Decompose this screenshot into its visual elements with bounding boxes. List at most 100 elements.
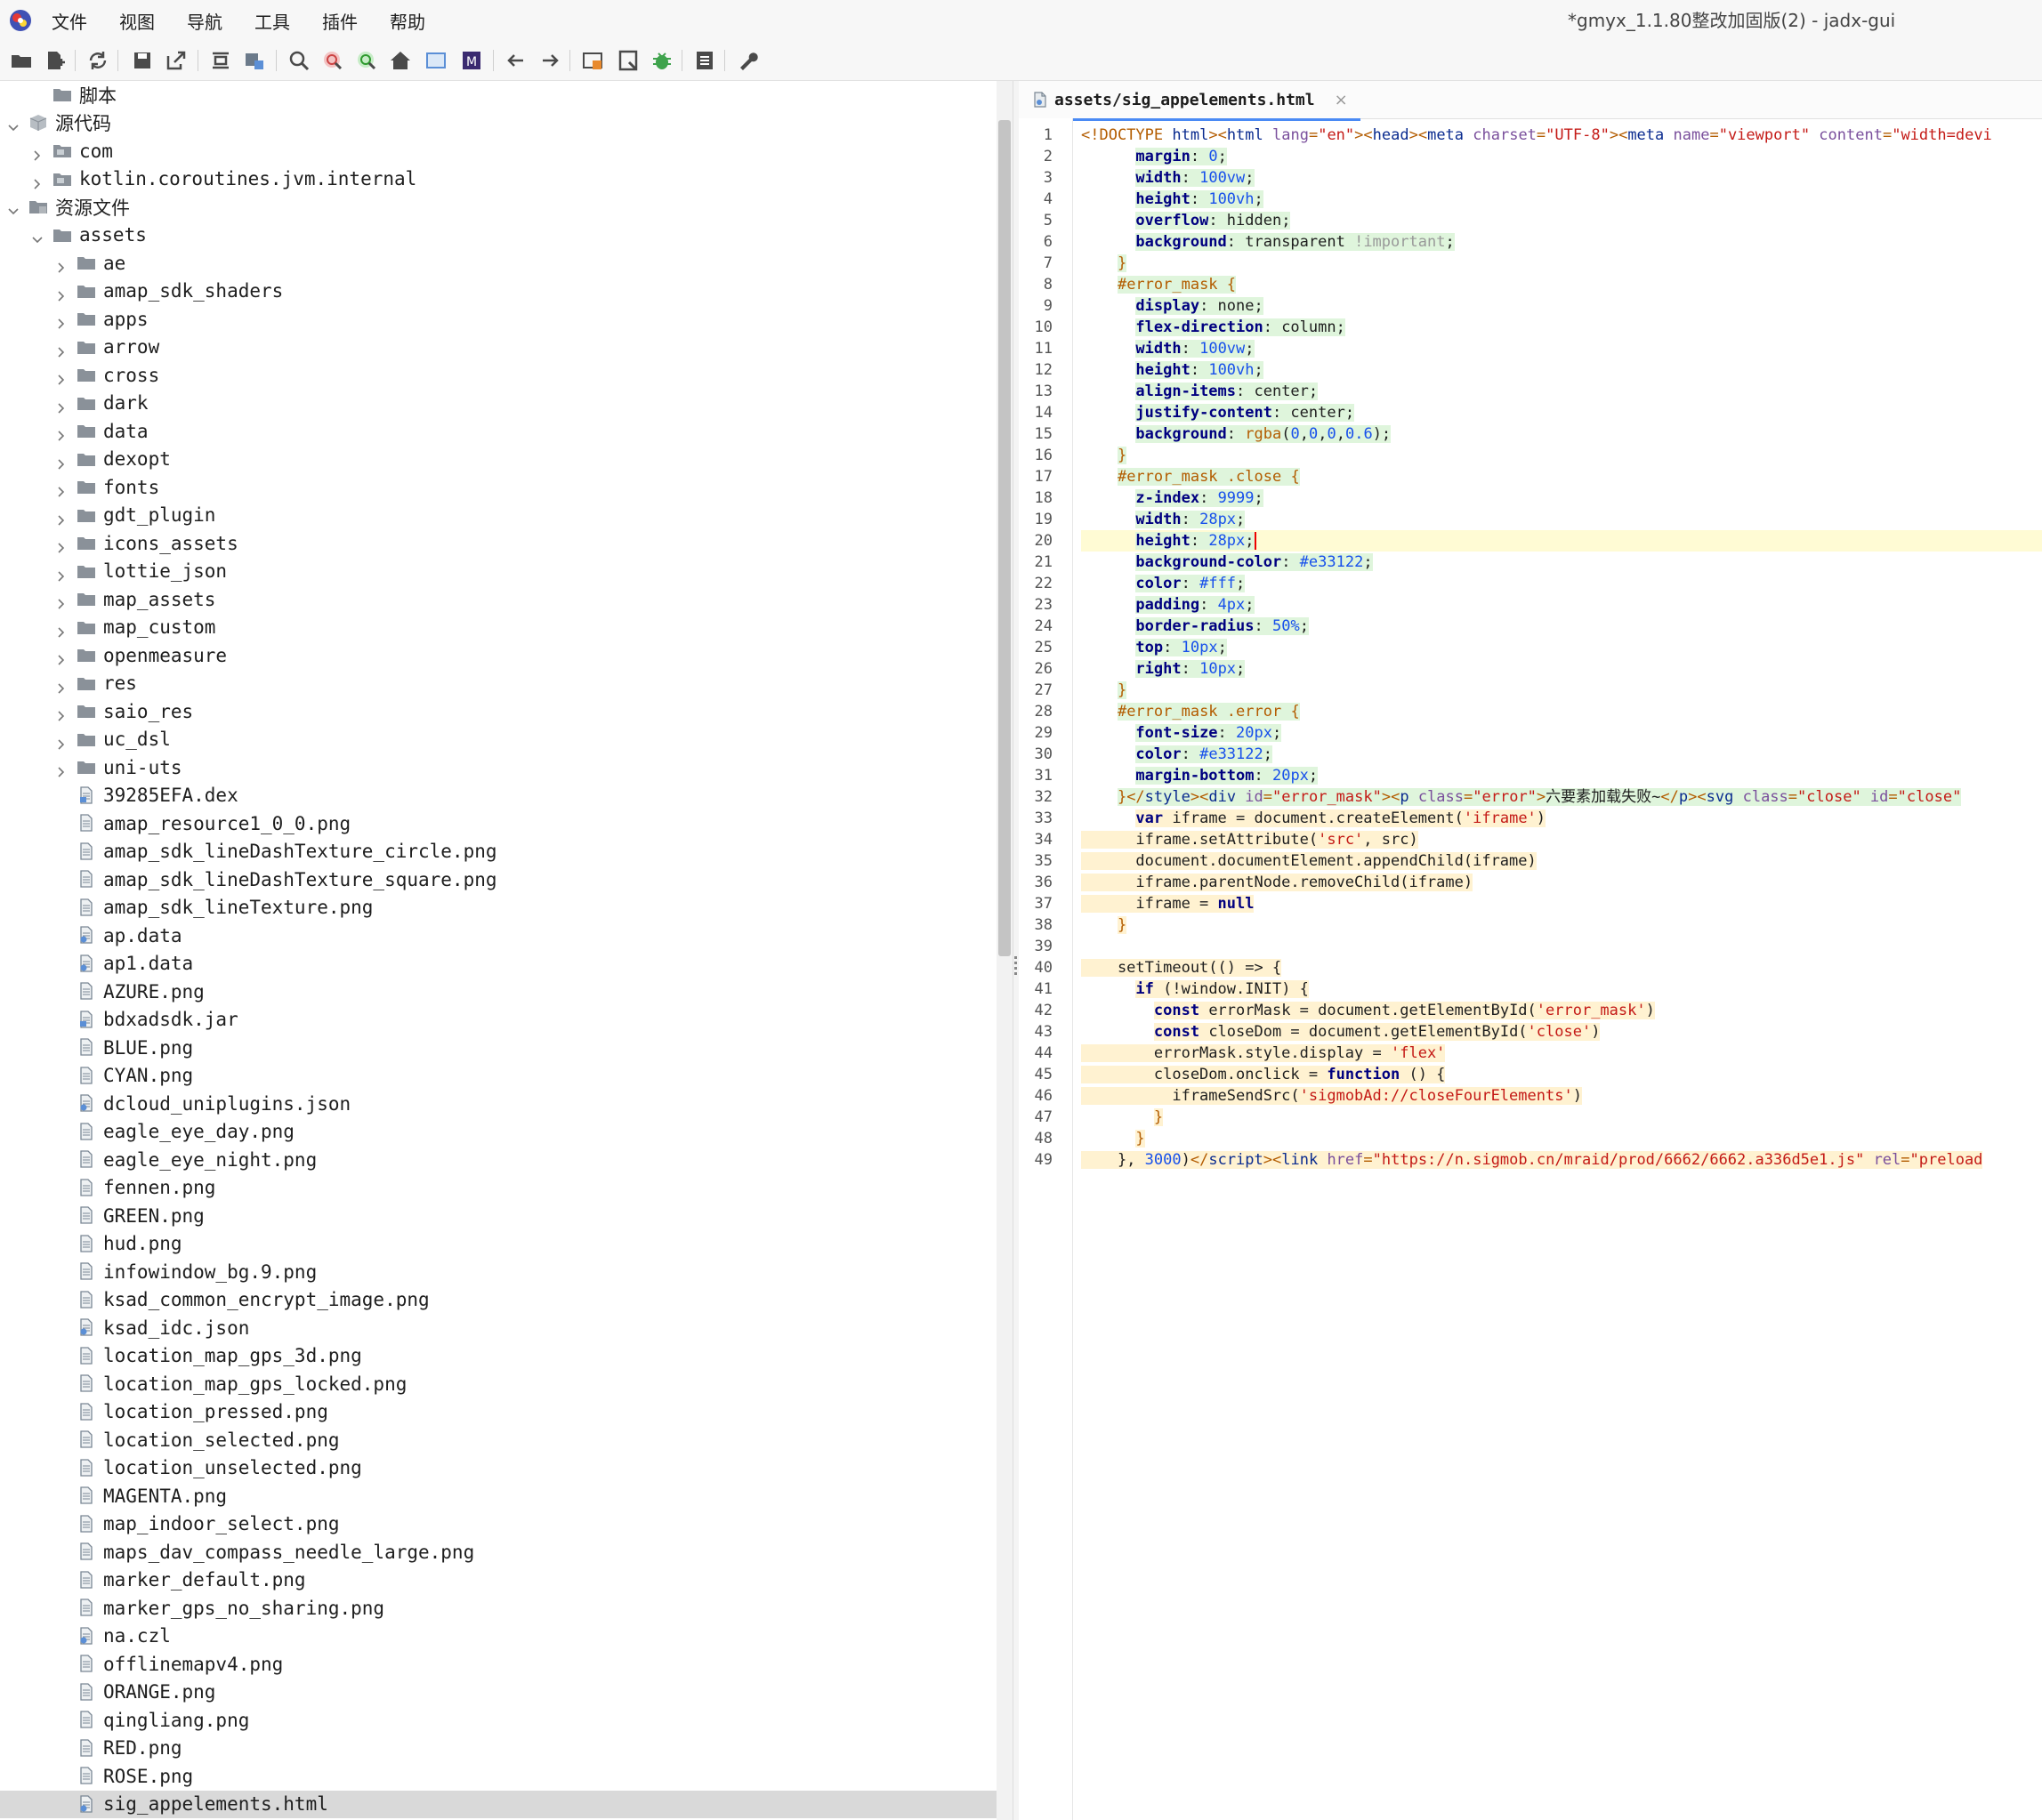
chevron-right-icon[interactable]	[55, 398, 68, 414]
bookmark-icon[interactable]	[616, 48, 641, 73]
code-line[interactable]: }	[1081, 680, 1127, 701]
splitter-grip-icon[interactable]	[1014, 956, 1017, 976]
code-line[interactable]: var iframe = document.createElement('ifr…	[1081, 808, 1546, 829]
code-line[interactable]: }	[1081, 445, 1127, 466]
code-line[interactable]: font-size: 20px;	[1081, 722, 1282, 744]
code-line[interactable]: }	[1081, 253, 1127, 274]
chevron-right-icon[interactable]	[55, 761, 68, 777]
chevron-right-icon[interactable]	[55, 286, 68, 302]
code-line[interactable]: iframe = null	[1081, 893, 1255, 914]
tree-item[interactable]: amap_sdk_lineTexture.png	[0, 894, 997, 922]
chevron-right-icon[interactable]	[55, 593, 68, 609]
tree-item[interactable]: ap.data	[0, 922, 997, 949]
tree-item[interactable]: kotlin.coroutines.jvm.internal	[0, 165, 997, 193]
menu-5[interactable]: 帮助	[390, 11, 425, 33]
tree-item[interactable]: location_unselected.png	[0, 1454, 997, 1482]
tree-item[interactable]: location_selected.png	[0, 1426, 997, 1454]
code-line[interactable]: height: 100vh;	[1081, 359, 1263, 381]
code-line[interactable]: height: 100vh;	[1081, 189, 1263, 210]
tree-item[interactable]: MAGENTA.png	[0, 1482, 997, 1510]
tree-item[interactable]: CYAN.png	[0, 1062, 997, 1090]
back-icon[interactable]	[504, 48, 529, 73]
code-line[interactable]: height: 28px;	[1081, 530, 2042, 552]
menu-1[interactable]: 视图	[119, 11, 155, 33]
tree-item[interactable]: eagle_eye_night.png	[0, 1146, 997, 1173]
code-line[interactable]: iframeSendSrc('sigmobAd://closeFourEleme…	[1081, 1085, 1582, 1107]
tree-item[interactable]: RED.png	[0, 1735, 997, 1762]
code-line[interactable]: width: 100vw;	[1081, 338, 1255, 359]
code-line[interactable]: iframe.parentNode.removeChild(iframe)	[1081, 872, 1473, 893]
code-line[interactable]: right: 10px;	[1081, 658, 1246, 680]
chevron-down-icon[interactable]	[7, 201, 20, 215]
export-icon[interactable]	[164, 48, 189, 73]
tree-item[interactable]: offlinemapv4.png	[0, 1650, 997, 1678]
chevron-right-icon[interactable]	[55, 313, 68, 329]
tree-item[interactable]: ROSE.png	[0, 1762, 997, 1790]
chevron-right-icon[interactable]	[55, 257, 68, 273]
menu-0[interactable]: 文件	[52, 11, 87, 33]
tree-item[interactable]: 资源文件	[0, 193, 997, 221]
save-icon[interactable]	[130, 48, 155, 73]
sync-icon[interactable]	[85, 48, 110, 73]
tree-item[interactable]: sig_appelements.html	[0, 1790, 997, 1818]
tree-item[interactable]: amap_resource1_0_0.png	[0, 809, 997, 837]
tree-item[interactable]: dark	[0, 390, 997, 417]
chevron-right-icon[interactable]	[55, 566, 68, 582]
code-line[interactable]: const closeDom = document.getElementById…	[1081, 1021, 1601, 1043]
code-line[interactable]: document.documentElement.appendChild(ifr…	[1081, 850, 1537, 872]
tree-item[interactable]: ksad_common_encrypt_image.png	[0, 1286, 997, 1314]
tree-item[interactable]: uni-uts	[0, 753, 997, 781]
tree-item[interactable]: ap1.data	[0, 950, 997, 978]
code-line[interactable]: top: 10px;	[1081, 637, 1227, 658]
code-line[interactable]: flex-direction: column;	[1081, 317, 1345, 338]
chevron-right-icon[interactable]	[55, 342, 68, 358]
chevron-right-icon[interactable]	[55, 649, 68, 665]
chevron-down-icon[interactable]	[7, 117, 20, 131]
menu-2[interactable]: 导航	[187, 11, 222, 33]
forward-icon[interactable]	[537, 48, 562, 73]
tree-item[interactable]: BLUE.png	[0, 1034, 997, 1061]
code-line[interactable]: display: none;	[1081, 295, 1263, 317]
menu-4[interactable]: 插件	[322, 11, 358, 33]
code-line[interactable]: color: #e33122;	[1081, 744, 1272, 765]
tree-item[interactable]: infowindow_bg.9.png	[0, 1258, 997, 1285]
tree-item[interactable]: amap_sdk_shaders	[0, 278, 997, 305]
tree-item[interactable]: ksad_idc.json	[0, 1314, 997, 1341]
add-files-icon[interactable]	[43, 48, 68, 73]
tree-item[interactable]: na.czl	[0, 1623, 997, 1650]
tree-item[interactable]: 源代码	[0, 109, 997, 137]
code-line[interactable]: background: rgba(0,0,0,0.6);	[1081, 423, 1392, 445]
chevron-right-icon[interactable]	[31, 173, 44, 189]
tree-item[interactable]: com	[0, 137, 997, 165]
code-line[interactable]: background-color: #e33122;	[1081, 552, 1373, 573]
code-line[interactable]: padding: 4px;	[1081, 594, 1255, 616]
tree-item[interactable]: maps_dav_compass_needle_large.png	[0, 1538, 997, 1566]
code-line[interactable]: errorMask.style.display = 'flex'	[1081, 1043, 1446, 1064]
tree-item[interactable]: GREEN.png	[0, 1202, 997, 1229]
code-line[interactable]: border-radius: 50%;	[1081, 616, 1309, 637]
code-line[interactable]: overflow: hidden;	[1081, 210, 1291, 231]
chevron-right-icon[interactable]	[55, 481, 68, 497]
code-line[interactable]: align-items: center;	[1081, 381, 1319, 402]
tree-item[interactable]: location_pressed.png	[0, 1398, 997, 1426]
flatten-icon[interactable]	[208, 48, 233, 73]
code-text-area[interactable]: <!DOCTYPE html><html lang="en"><head><me…	[1081, 118, 2042, 1820]
tree-item[interactable]: ORANGE.png	[0, 1679, 997, 1706]
tree-item[interactable]: icons_assets	[0, 529, 997, 557]
log-icon[interactable]	[692, 48, 717, 73]
settings-wrench-icon[interactable]	[735, 48, 760, 73]
tree-item[interactable]: map_assets	[0, 585, 997, 613]
tree-item[interactable]: dcloud_uniplugins.json	[0, 1090, 997, 1117]
class-tree-icon[interactable]	[242, 48, 267, 73]
tree-item[interactable]: apps	[0, 305, 997, 333]
tab-sig-appelements[interactable]: assets/sig_appelements.html ×	[1031, 81, 1360, 121]
chevron-right-icon[interactable]	[55, 425, 68, 441]
tree-item[interactable]: eagle_eye_day.png	[0, 1118, 997, 1146]
code-line[interactable]: setTimeout(() => {	[1081, 957, 1282, 978]
code-line[interactable]: #error_mask .close {	[1081, 466, 1300, 487]
tree-item[interactable]: 脚本	[0, 81, 997, 109]
tree-item[interactable]: marker_default.png	[0, 1566, 997, 1594]
tree-item[interactable]: fennen.png	[0, 1174, 997, 1202]
chevron-down-icon[interactable]	[31, 230, 44, 243]
